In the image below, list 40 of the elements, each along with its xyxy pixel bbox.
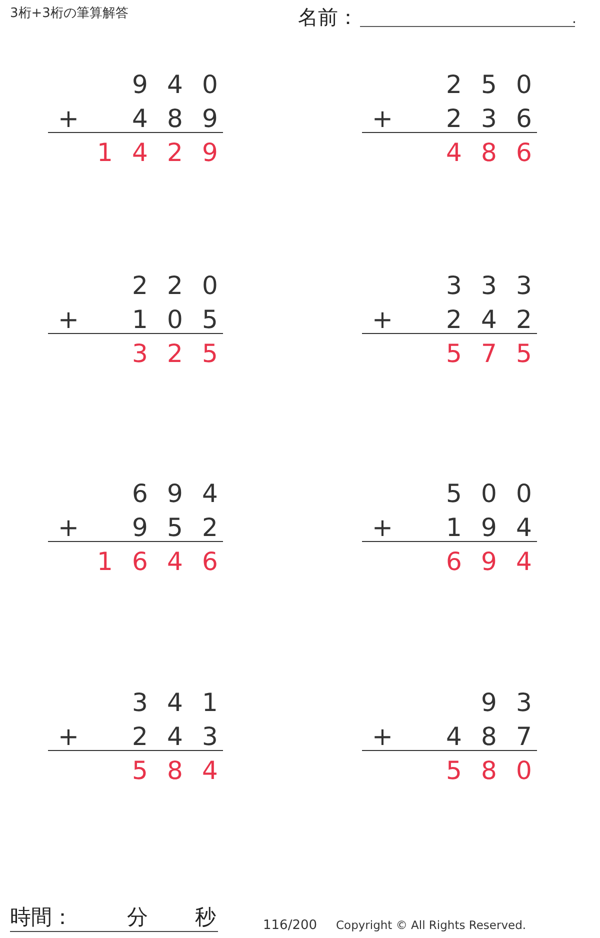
addend: 236 xyxy=(446,106,552,131)
addend: 500 xyxy=(446,481,552,506)
plus-sign: + xyxy=(58,106,79,131)
plus-sign: + xyxy=(58,724,79,749)
addend: 93 xyxy=(481,690,552,715)
addend: 105 xyxy=(132,307,238,332)
seconds-label: 秒 xyxy=(195,907,216,928)
minutes-label: 分 xyxy=(127,907,148,928)
addend: 250 xyxy=(446,72,552,97)
period: . xyxy=(572,12,576,26)
addend: 333 xyxy=(446,273,552,298)
plus-sign: + xyxy=(372,307,393,332)
addend: 940 xyxy=(132,72,238,97)
plus-sign: + xyxy=(372,515,393,540)
plus-sign: + xyxy=(58,515,79,540)
addend: 952 xyxy=(132,515,238,540)
plus-sign: + xyxy=(58,307,79,332)
addend: 220 xyxy=(132,273,238,298)
plus-sign: + xyxy=(372,724,393,749)
answer: 1429 xyxy=(97,140,238,165)
title: 3桁+3桁の筆算解答 xyxy=(10,7,128,20)
answer: 580 xyxy=(446,758,552,783)
addend: 489 xyxy=(132,106,238,131)
addend: 341 xyxy=(132,690,238,715)
answer: 325 xyxy=(132,341,238,366)
answer: 486 xyxy=(446,140,552,165)
addend: 194 xyxy=(446,515,552,540)
answer: 1646 xyxy=(97,549,238,574)
plus-sign: + xyxy=(372,106,393,131)
name-label: 名前： xyxy=(298,7,358,27)
answer: 584 xyxy=(132,758,238,783)
answer: 694 xyxy=(446,549,552,574)
time-label: 時間： xyxy=(10,907,73,928)
answer: 575 xyxy=(446,341,552,366)
page-number: 116/200 xyxy=(263,919,318,932)
copyright: Copyright © All Rights Reserved. xyxy=(336,920,526,932)
addend: 243 xyxy=(132,724,238,749)
addend: 694 xyxy=(132,481,238,506)
addend: 487 xyxy=(446,724,552,749)
addend: 242 xyxy=(446,307,552,332)
